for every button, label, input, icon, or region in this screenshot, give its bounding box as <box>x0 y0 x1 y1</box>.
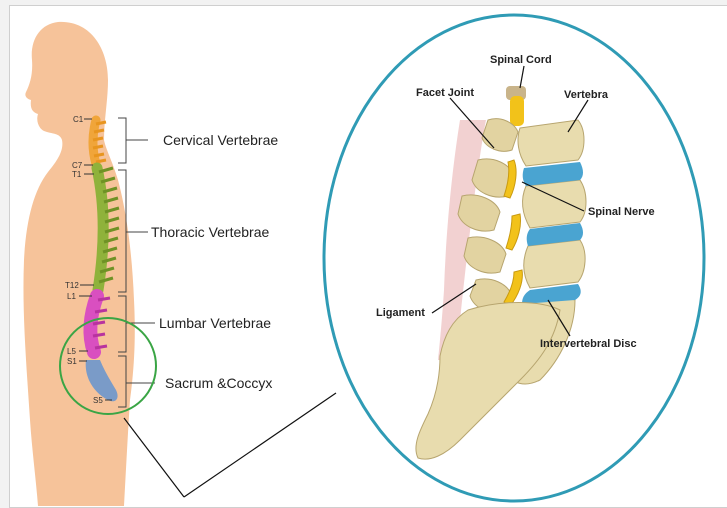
region-labels: Cervical Vertebrae Thoracic Vertebrae Lu… <box>151 132 278 391</box>
label-facet-joint: Facet Joint <box>416 87 474 99</box>
label-c7: C7 <box>72 161 83 170</box>
body-silhouette <box>23 22 134 506</box>
label-ligament: Ligament <box>376 307 425 319</box>
label-c1: C1 <box>73 115 84 124</box>
label-lumbar-vertebrae: Lumbar Vertebrae <box>159 315 271 331</box>
label-l5: L5 <box>67 347 76 356</box>
label-cervical-vertebrae: Cervical Vertebrae <box>163 132 278 148</box>
label-t12: T12 <box>65 281 79 290</box>
label-spinal-nerve: Spinal Nerve <box>588 206 655 218</box>
label-spinal-cord: Spinal Cord <box>490 54 552 66</box>
label-l1: L1 <box>67 292 76 301</box>
label-s5: S5 <box>93 396 103 405</box>
label-thoracic-vertebrae: Thoracic Vertebrae <box>151 224 269 240</box>
label-sacrum-coccyx: Sacrum &Coccyx <box>165 375 272 391</box>
cervical-bracket <box>118 118 126 163</box>
label-t1: T1 <box>72 170 82 179</box>
zoom-connector-lines <box>124 393 336 497</box>
label-vertebra: Vertebra <box>564 89 609 101</box>
label-intervertebral-disc: Intervertebral Disc <box>540 338 637 350</box>
label-s1: S1 <box>67 357 77 366</box>
